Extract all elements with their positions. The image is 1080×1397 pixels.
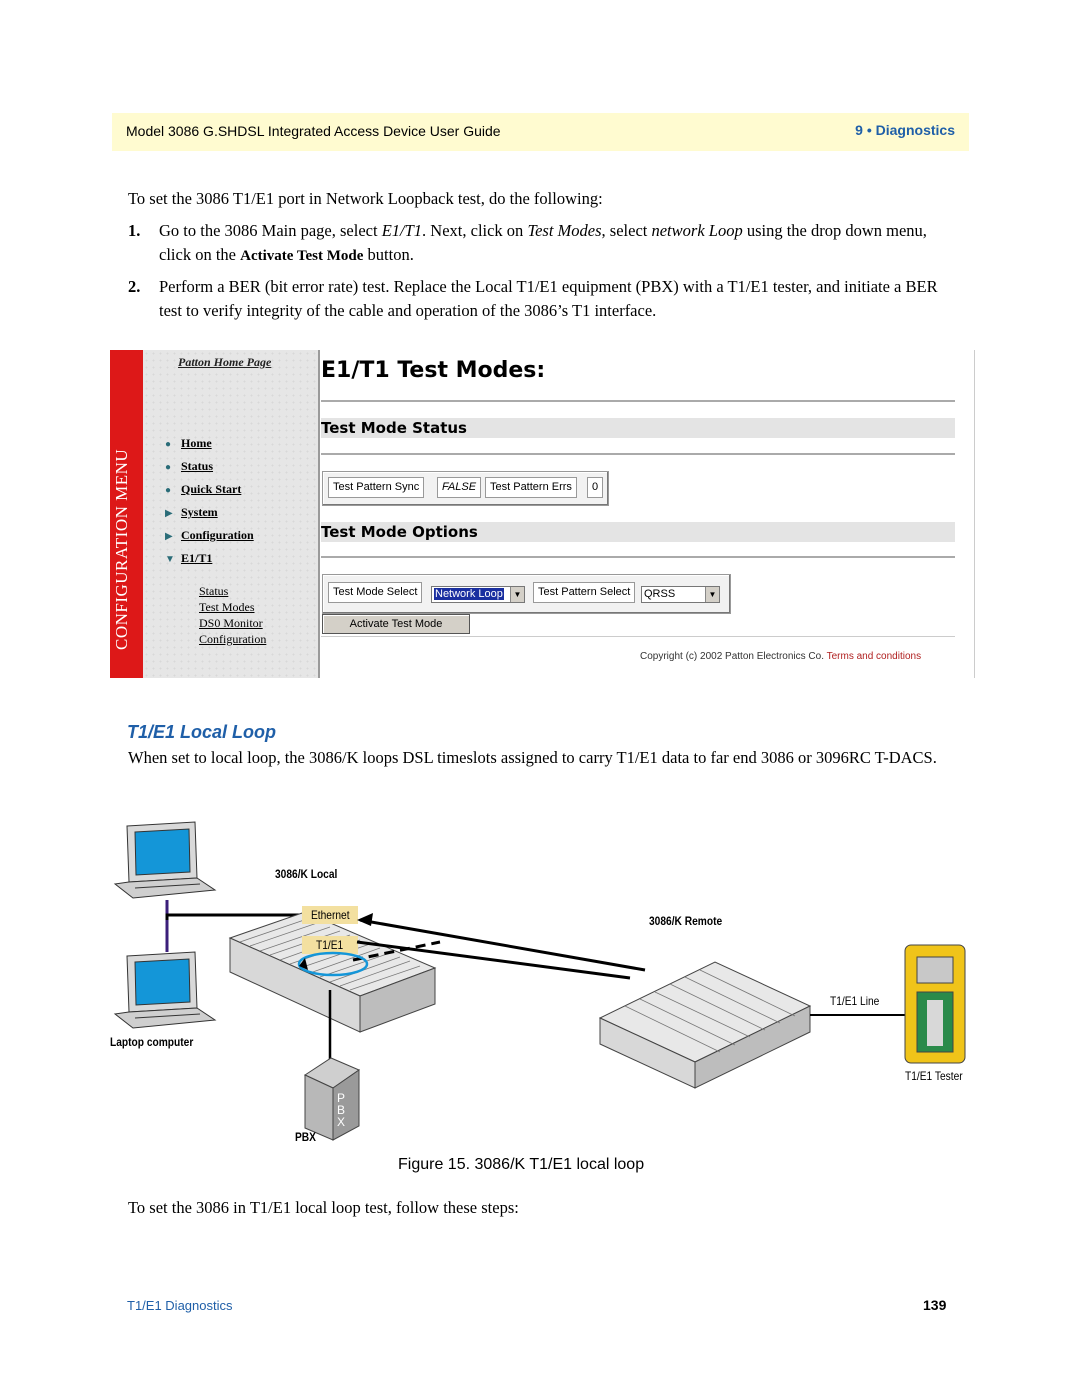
- copyright-notice: Copyright (c) 2002 Patton Electronics Co…: [640, 651, 922, 662]
- test-mode-select[interactable]: Network Loop ▼: [431, 586, 525, 603]
- sidebar-sub-ds0-monitor[interactable]: DS0 Monitor: [199, 616, 263, 630]
- sidebar-item-e1t1[interactable]: ▼E1/T1: [165, 551, 213, 565]
- test-pattern-select[interactable]: QRSS ▼: [641, 586, 720, 603]
- sidebar-sub-configuration[interactable]: Configuration: [199, 632, 267, 646]
- local-device-label: 3086/K Local: [275, 867, 338, 881]
- tester-label: T1/E1 Tester: [905, 1069, 963, 1083]
- sidebar-item-quick-start[interactable]: ●Quick Start: [165, 482, 242, 496]
- section-heading: T1/E1 Local Loop: [127, 722, 277, 742]
- patton-home-link[interactable]: Patton Home Page: [178, 355, 272, 369]
- remote-device-label: 3086/K Remote: [649, 914, 723, 928]
- options-table: Test Mode Select Network Loop ▼ Test Pat…: [322, 574, 731, 614]
- bullet-icon: ●: [165, 462, 172, 473]
- test-modes-screenshot: CONFIGURATION MENU Patton Home Page ●Hom…: [110, 350, 975, 678]
- chevron-down-icon: ▼: [510, 587, 524, 602]
- test-pattern-select-label: Test Pattern Select: [533, 582, 636, 603]
- header-chapter: 9 • Diagnostics: [855, 122, 955, 138]
- divider: [321, 453, 955, 455]
- status-table: Test Pattern Sync FALSE Test Pattern Err…: [322, 471, 609, 506]
- sidebar-item-status[interactable]: ●Status: [165, 459, 214, 473]
- config-menu-strip: CONFIGURATION MENU: [110, 350, 143, 678]
- config-menu-title: CONFIGURATION MENU: [112, 448, 131, 650]
- triangle-right-icon: ▶: [165, 531, 173, 542]
- divider: [321, 636, 955, 637]
- ethernet-label: Ethernet: [311, 908, 350, 922]
- step-2: 2. Perform a BER (bit error rate) test. …: [128, 275, 948, 323]
- figure-caption: Figure 15. 3086/K T1/E1 local loop: [398, 1156, 645, 1173]
- triangle-right-icon: ▶: [165, 508, 173, 519]
- test-mode-select-label: Test Mode Select: [328, 582, 423, 603]
- diagram-drawing: [113, 821, 966, 1141]
- test-pattern-sync-value: FALSE: [437, 477, 482, 498]
- test-pattern-sync-label: Test Pattern Sync: [328, 477, 425, 498]
- section-paragraph: When set to local loop, the 3086/K loops…: [128, 748, 937, 767]
- options-heading: Test Mode Options: [321, 522, 955, 542]
- terms-link[interactable]: Terms and conditions: [826, 651, 922, 662]
- laptop-icon: [113, 821, 217, 899]
- chevron-down-icon: ▼: [705, 587, 719, 602]
- bullet-icon: ●: [165, 439, 172, 450]
- t1e1-line-label: T1/E1 Line: [830, 994, 880, 1008]
- pbx-label: PBX: [295, 1130, 316, 1144]
- sidebar-sub-status[interactable]: Status: [199, 584, 229, 598]
- triangle-down-icon: ▼: [165, 554, 175, 565]
- test-pattern-errs-label: Test Pattern Errs: [485, 477, 577, 498]
- pbx-icon: [303, 1057, 361, 1141]
- sidebar: Patton Home Page ●Home ●Status ●Quick St…: [143, 350, 320, 678]
- outro-paragraph: To set the 3086 in T1/E1 local loop test…: [128, 1198, 519, 1217]
- divider: [321, 400, 955, 402]
- step-text: Perform a BER (bit error rate) test. Rep…: [159, 277, 938, 320]
- step-number: 1.: [128, 221, 141, 240]
- sidebar-item-system[interactable]: ▶System: [165, 505, 218, 519]
- pbx-letters: P B X: [337, 1091, 346, 1129]
- laptop-icon: [113, 951, 217, 1029]
- laptop-label: Laptop computer: [110, 1035, 194, 1049]
- tester-icon: [904, 944, 966, 1064]
- sidebar-sub-test-modes[interactable]: Test Modes: [199, 600, 255, 614]
- page-title: E1/T1 Test Modes:: [321, 358, 546, 383]
- t1e1-port-label: T1/E1: [316, 938, 344, 952]
- footer-section: T1/E1 Diagnostics: [127, 1298, 233, 1313]
- local-device: [228, 911, 437, 1033]
- intro-paragraph: To set the 3086 T1/E1 port in Network Lo…: [128, 189, 603, 208]
- activate-test-mode-button[interactable]: Activate Test Mode: [322, 614, 470, 634]
- local-loop-diagram: 3086/K Local Ethernet T1/E1 3086/K Remot…: [105, 820, 975, 1150]
- header-guide-title: Model 3086 G.SHDSL Integrated Access Dev…: [126, 123, 501, 139]
- divider: [321, 556, 955, 558]
- step-1: 1. Go to the 3086 Main page, select E1/T…: [128, 219, 948, 267]
- sidebar-item-home[interactable]: ●Home: [165, 436, 212, 450]
- bullet-icon: ●: [165, 485, 172, 496]
- page-number: 139: [923, 1297, 947, 1313]
- step-number: 2.: [128, 277, 141, 296]
- step-text: Go to the 3086 Main page, select E1/T1. …: [159, 221, 927, 264]
- sidebar-item-configuration[interactable]: ▶Configuration: [165, 528, 254, 542]
- status-heading: Test Mode Status: [321, 418, 955, 438]
- remote-device: [598, 961, 812, 1089]
- test-pattern-errs-value: 0: [587, 477, 604, 498]
- running-header: Model 3086 G.SHDSL Integrated Access Dev…: [112, 113, 969, 151]
